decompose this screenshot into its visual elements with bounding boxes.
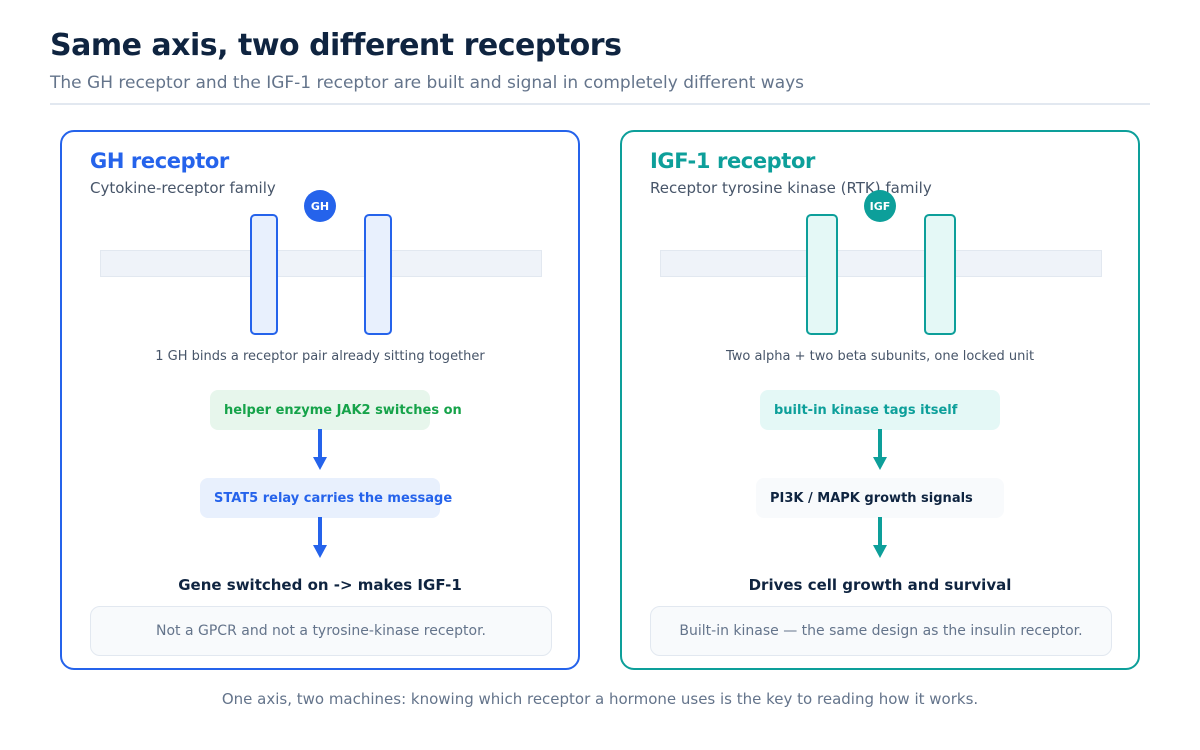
gh-receptor-chain-left xyxy=(250,214,278,335)
igf-receptor-chain-left xyxy=(806,214,838,335)
gh-cell-membrane xyxy=(100,250,542,277)
page-title: Same axis, two different receptors xyxy=(50,28,622,63)
igf-panel-title: IGF-1 receptor xyxy=(650,149,815,173)
gh-ligand: GH xyxy=(304,190,336,222)
igf-receptor-chain-right xyxy=(924,214,956,335)
page-subtitle: The GH receptor and the IGF-1 receptor a… xyxy=(50,73,805,93)
igf-panel-subtitle: Receptor tyrosine kinase (RTK) family xyxy=(650,179,932,197)
igf1-receptor-panel: IGF-1 receptor Receptor tyrosine kinase … xyxy=(620,130,1140,670)
gh-arrow-down-2 xyxy=(313,517,327,558)
gh-panel-subtitle: Cytokine-receptor family xyxy=(90,179,276,197)
gh-step-jak2: helper enzyme JAK2 switches on xyxy=(210,390,462,430)
gh-step-stat5: STAT5 relay carries the message xyxy=(200,478,452,518)
gh-note: Not a GPCR and not a tyrosine-kinase rec… xyxy=(90,606,552,656)
igf-outcome: Drives cell growth and survival xyxy=(748,576,1012,594)
gh-receptor-panel: GH receptor Cytokine-receptor family GH … xyxy=(60,130,580,670)
igf-ligand: IGF xyxy=(864,190,896,222)
igf-arrow-down-1 xyxy=(873,429,887,470)
gh-panel-title: GH receptor xyxy=(90,149,229,173)
gh-arrow-down-1 xyxy=(313,429,327,470)
gh-receptor-caption: 1 GH binds a receptor pair already sitti… xyxy=(155,349,485,364)
igf-note: Built-in kinase — the same design as the… xyxy=(650,606,1112,656)
igf-cell-membrane xyxy=(660,250,1102,277)
igf-step-pi3k-mapk: PI3K / MAPK growth signals xyxy=(756,478,1004,518)
igf-receptor-caption: Two alpha + two beta subunits, one locke… xyxy=(725,349,1035,364)
gh-receptor-chain-right xyxy=(364,214,392,335)
footer-caption: One axis, two machines: knowing which re… xyxy=(221,690,979,708)
header-divider xyxy=(50,103,1150,105)
gh-outcome: Gene switched on -> makes IGF-1 xyxy=(178,576,462,594)
igf-arrow-down-2 xyxy=(873,517,887,558)
igf-step-kinase: built-in kinase tags itself xyxy=(760,390,1000,430)
